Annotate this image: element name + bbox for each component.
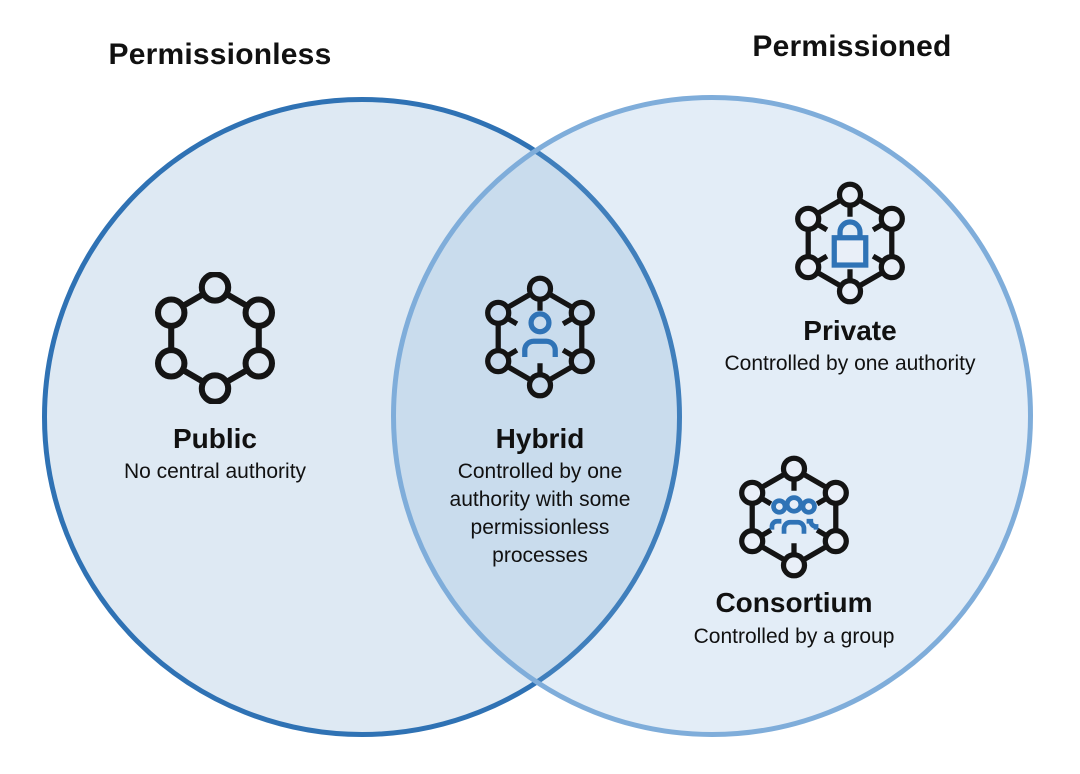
permissionless-title: Permissionless (108, 38, 332, 71)
hybrid-description: Controlled by one authority with some pe… (449, 460, 631, 567)
private-description: Controlled by one authority (724, 352, 976, 375)
public-description: No central authority (123, 460, 307, 483)
network-lock-icon (787, 180, 913, 306)
permissioned-circle (391, 95, 1033, 737)
permissioned-title: Permissioned (752, 30, 952, 63)
private-label: Private (803, 315, 897, 346)
consortium-description: Controlled by a group (693, 625, 895, 648)
network-person-icon (477, 274, 603, 400)
hexagon-network-icon (149, 272, 281, 404)
hybrid-label: Hybrid (495, 423, 585, 454)
network-group-icon (731, 454, 857, 580)
public-label: Public (172, 423, 258, 454)
consortium-label: Consortium (715, 587, 873, 618)
